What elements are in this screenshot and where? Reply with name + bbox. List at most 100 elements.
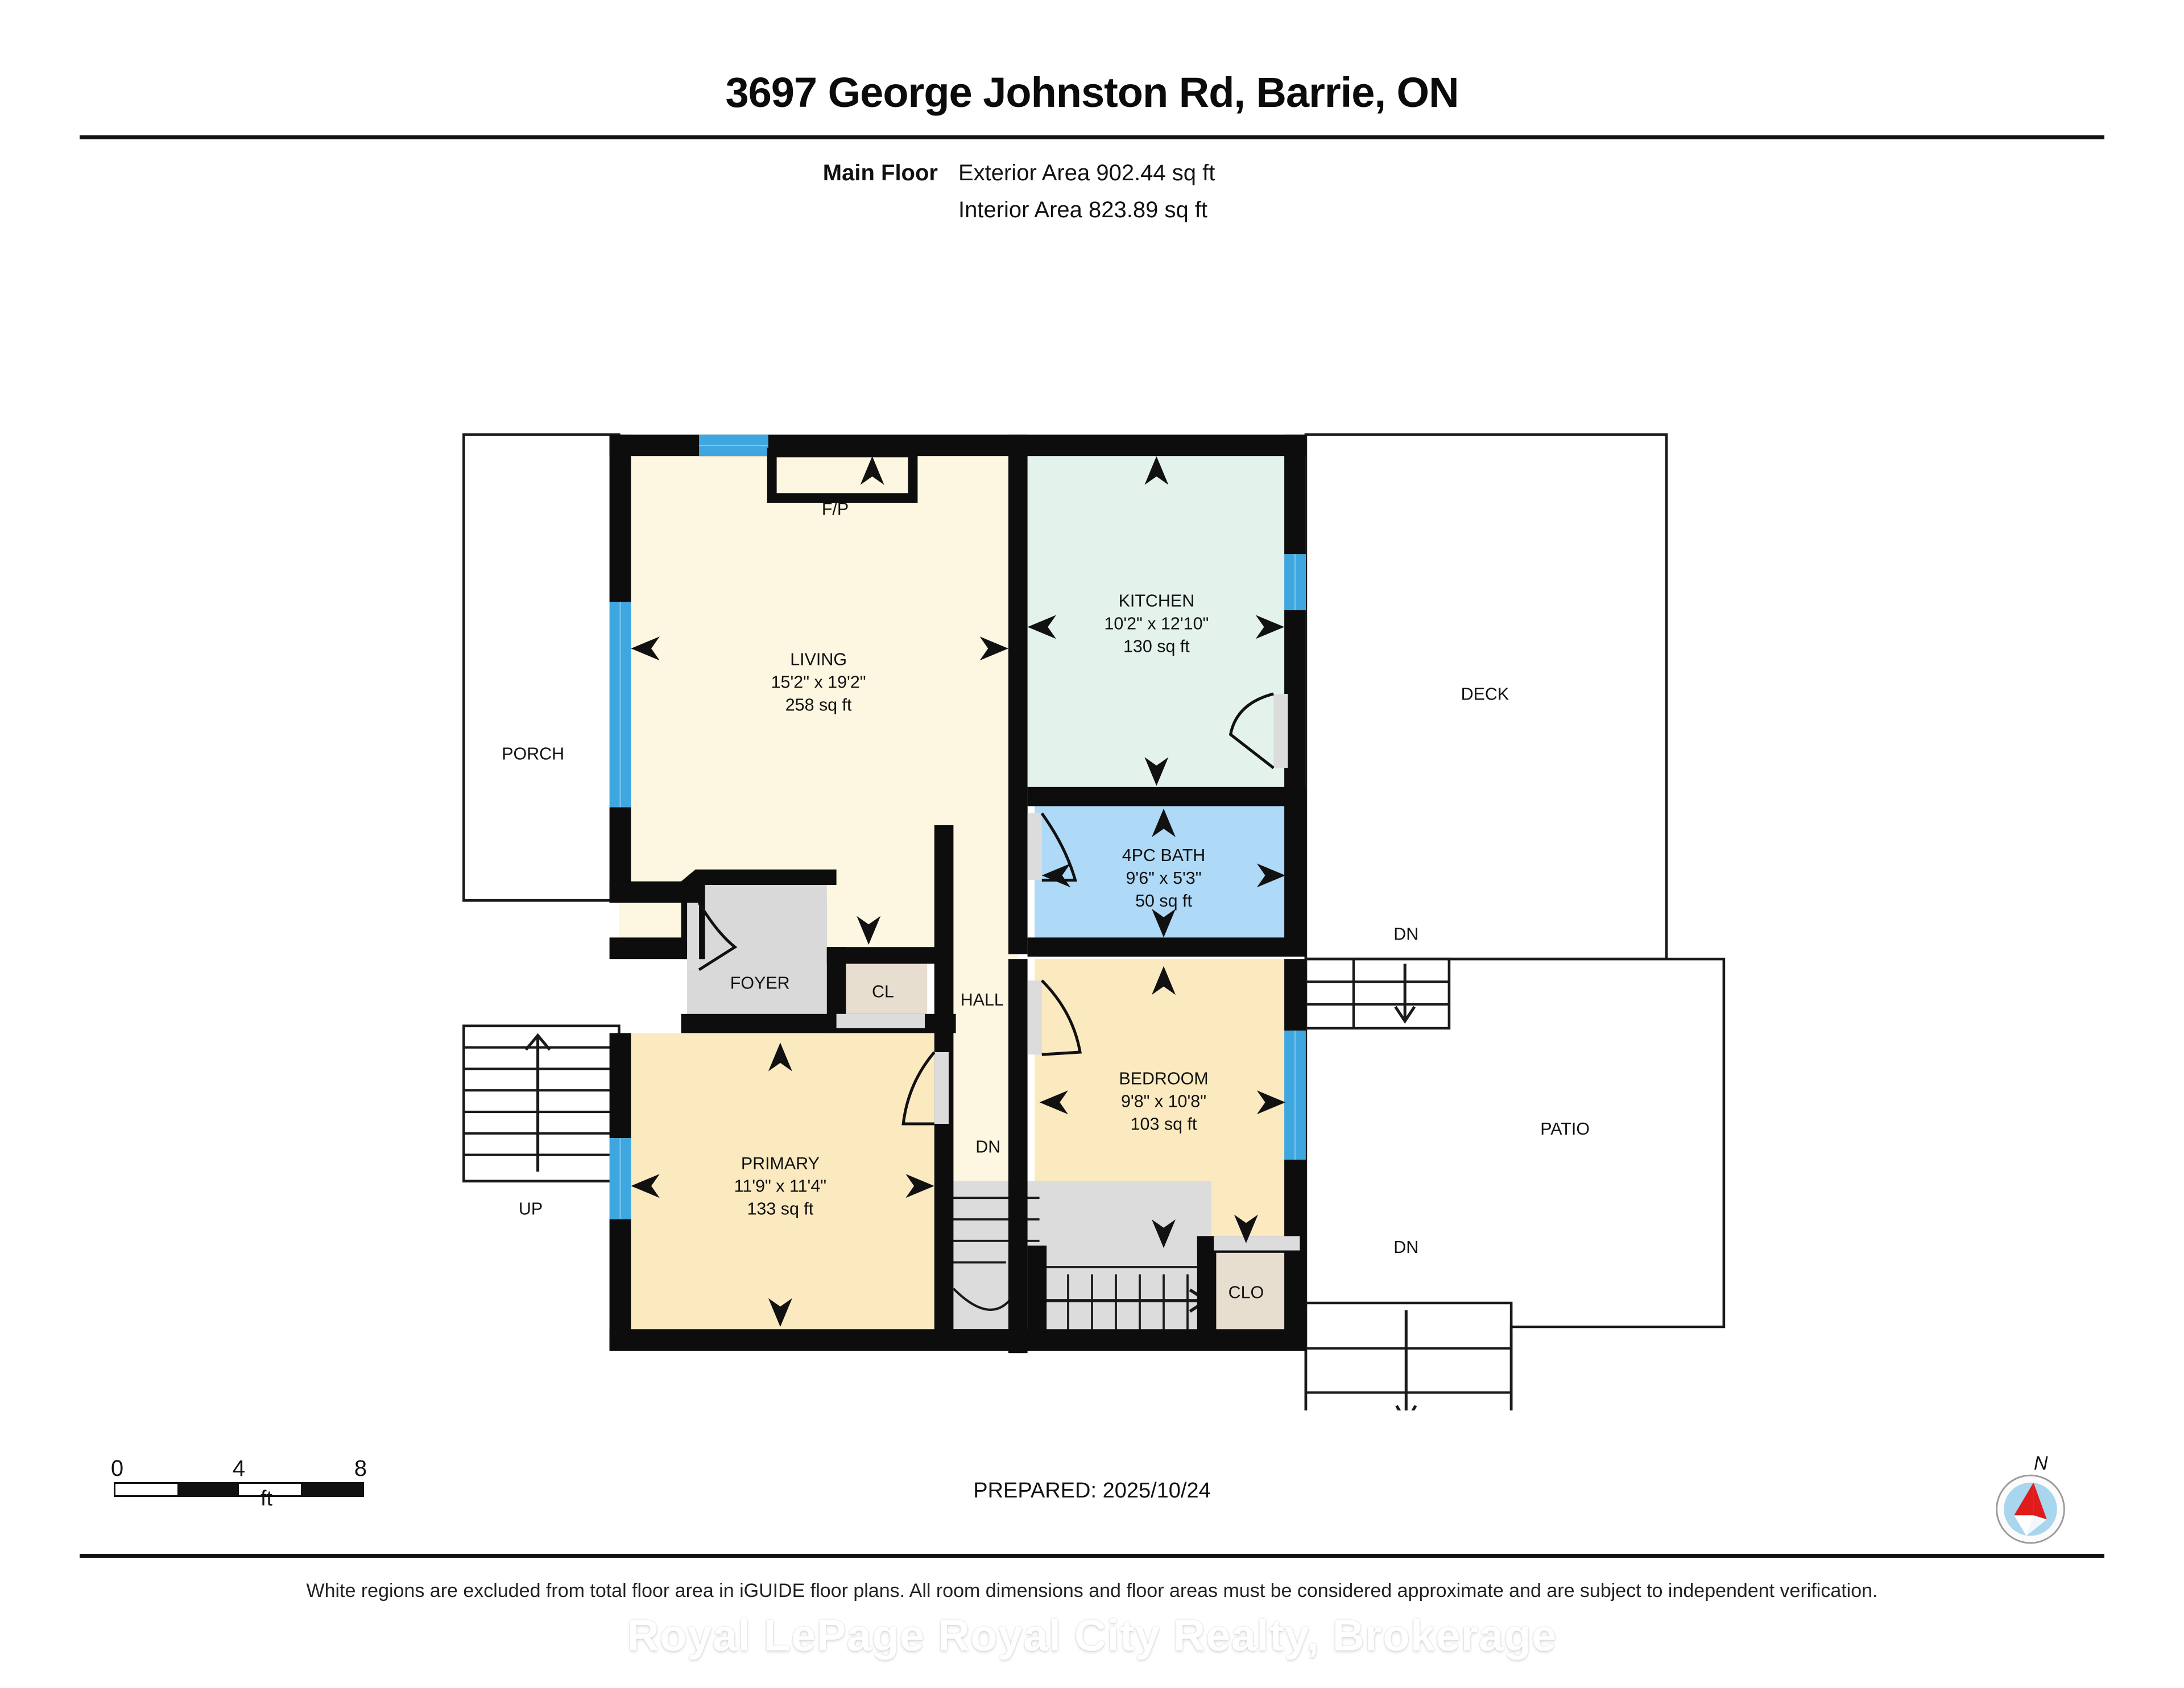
svg-text:9'8" x 10'8": 9'8" x 10'8"	[1121, 1092, 1206, 1111]
svg-text:KITCHEN: KITCHEN	[1119, 591, 1195, 611]
prepared-date: PREPARED: 2025/10/24	[973, 1479, 1211, 1503]
arrow-kitchen-bottom	[1144, 757, 1169, 786]
wall-left-primary-upper	[609, 1033, 631, 1139]
patio-steps-outline	[1304, 1301, 1513, 1410]
header-divider	[80, 135, 2104, 139]
label-porch: PORCH	[502, 744, 564, 764]
foyer-fill-b	[695, 885, 827, 1028]
wall-right-kitchen	[1284, 610, 1306, 801]
arrow-bath-left	[1041, 863, 1071, 888]
up-stair-outline	[462, 1024, 621, 1183]
exterior-area-value: Exterior Area 902.44 sq ft	[958, 160, 1215, 185]
scale-tick-0: 0	[110, 1456, 124, 1481]
label-dn-deck: DN	[1393, 925, 1418, 944]
porch-outline	[462, 433, 621, 902]
deck-step-treads	[1305, 959, 1449, 1028]
compass-rose: N	[1979, 1453, 2082, 1558]
label-dn-patio: DN	[1393, 1238, 1418, 1257]
wall-foyer-angled	[681, 869, 837, 885]
svg-text:130 sq ft: 130 sq ft	[1123, 637, 1190, 656]
room-label-kitchen: KITCHEN 10'2" x 12'10" 130 sq ft	[1104, 591, 1209, 656]
wall-stair-bottom	[934, 1329, 1042, 1351]
footer-divider	[80, 1554, 2104, 1558]
dimension-arrows	[631, 456, 1286, 1327]
label-clo: CLO	[1228, 1283, 1264, 1302]
label-foyer: FOYER	[730, 974, 790, 993]
wall-hall-right-lower	[1008, 959, 1028, 1354]
kitchen-fill	[1017, 435, 1306, 799]
arrow-primary-left	[631, 1174, 660, 1198]
fireplace	[767, 448, 918, 503]
svg-text:10'2" x 12'10": 10'2" x 12'10"	[1104, 614, 1209, 634]
svg-text:103 sq ft: 103 sq ft	[1131, 1114, 1197, 1133]
compass-icon	[1996, 1474, 2065, 1544]
wall-bath-top	[1027, 787, 1306, 806]
arrow-living-right	[979, 636, 1008, 661]
patio-step-treads	[1305, 1310, 1512, 1410]
arrow-cl-top	[857, 916, 881, 945]
arrow-living-left	[631, 636, 660, 661]
scale-tick-labels: 0 4 8	[110, 1456, 410, 1482]
wall-bath-bottom	[1027, 937, 1306, 957]
door-swings	[687, 692, 1300, 1251]
arrow-bedroom-bottom	[1152, 1219, 1176, 1248]
label-cl: CL	[872, 982, 894, 1001]
label-fp: F/P	[822, 499, 849, 519]
label-up: UP	[519, 1199, 543, 1219]
scale-seg-2	[177, 1484, 239, 1495]
scale-bar-graphic	[114, 1482, 364, 1497]
arrow-kitchen-top	[1144, 456, 1169, 485]
svg-text:LIVING: LIVING	[790, 650, 847, 669]
wall-hall-right-upper	[1008, 799, 1028, 954]
windows	[609, 435, 1306, 1219]
arrow-bedroom-left	[1039, 1090, 1068, 1115]
scale-tick-8: 8	[354, 1456, 367, 1481]
label-patio: PATIO	[1540, 1119, 1590, 1139]
wall-cl-top	[826, 947, 942, 964]
cl-fill	[836, 963, 928, 1028]
wall-clo-left	[1197, 1236, 1217, 1351]
arrow-primary-right	[905, 1174, 934, 1198]
interior-area-value: Interior Area 823.89 sq ft	[958, 197, 1208, 222]
living-fill	[619, 435, 1018, 957]
arrow-clo-top	[1234, 1214, 1258, 1243]
scale-unit-label: ft	[260, 1487, 273, 1511]
arrow-bath-right	[1256, 863, 1286, 888]
floor-plan-drawing: LIVING 15'2" x 19'2" 258 sq ft KITCHEN 1…	[462, 433, 1726, 1410]
svg-text:9'6" x 5'3": 9'6" x 5'3"	[1126, 868, 1201, 888]
patio-outline	[1304, 957, 1726, 1410]
svg-text:PRIMARY: PRIMARY	[741, 1154, 820, 1173]
arrow-bedroom-right	[1256, 1090, 1286, 1115]
room-label-bedroom: BEDROOM 9'8" x 10'8" 103 sq ft	[1119, 1069, 1208, 1134]
brokerage-watermark: Royal LePage Royal City Realty, Brokerag…	[627, 1610, 1557, 1660]
walls	[609, 435, 1306, 1354]
label-deck: DECK	[1461, 685, 1509, 704]
area-summary: Main Floor Exterior Area 902.44 sq ft In…	[0, 155, 2184, 229]
wall-right-bed-upper	[1284, 959, 1306, 1031]
room-label-bath: 4PC BATH 9'6" x 5'3" 50 sq ft	[1122, 846, 1206, 911]
arrow-primary-top	[768, 1042, 792, 1071]
page-title: 3697 George Johnston Rd, Barrie, ON	[725, 69, 1459, 116]
wall-right-bed-lower	[1284, 1160, 1306, 1351]
svg-text:258 sq ft: 258 sq ft	[785, 695, 852, 714]
arrow-bedroom-top	[1152, 966, 1176, 995]
arrow-bath-bottom	[1152, 909, 1176, 938]
arrow-living-top	[860, 456, 884, 485]
scale-tick-4: 4	[232, 1456, 246, 1481]
wall-right-upper	[1284, 435, 1306, 555]
room-fills	[619, 435, 1306, 1345]
clo-fill	[1211, 1246, 1290, 1345]
interior-area-row: Interior Area 823.89 sq ft	[0, 192, 2184, 229]
room-label-primary: PRIMARY 11'9" x 11'4" 133 sq ft	[734, 1154, 826, 1219]
deck-steps-outline	[1304, 957, 1451, 1030]
svg-text:15'2" x 19'2": 15'2" x 19'2"	[771, 673, 866, 692]
arrow-bath-top	[1152, 808, 1176, 837]
exterior-area-row: Main Floor Exterior Area 902.44 sq ft	[0, 155, 2184, 192]
svg-text:BEDROOM: BEDROOM	[1119, 1069, 1208, 1089]
disclaimer-text: White regions are excluded from total fl…	[306, 1580, 1878, 1602]
label-hall: HALL	[961, 990, 1004, 1010]
scale-bar: 0 4 8	[110, 1456, 410, 1497]
simple-labels: F/P PORCH DECK PATIO FOYER CL HALL CLO U…	[502, 499, 1590, 1302]
svg-text:4PC BATH: 4PC BATH	[1122, 846, 1206, 865]
scale-seg-4	[300, 1484, 362, 1495]
